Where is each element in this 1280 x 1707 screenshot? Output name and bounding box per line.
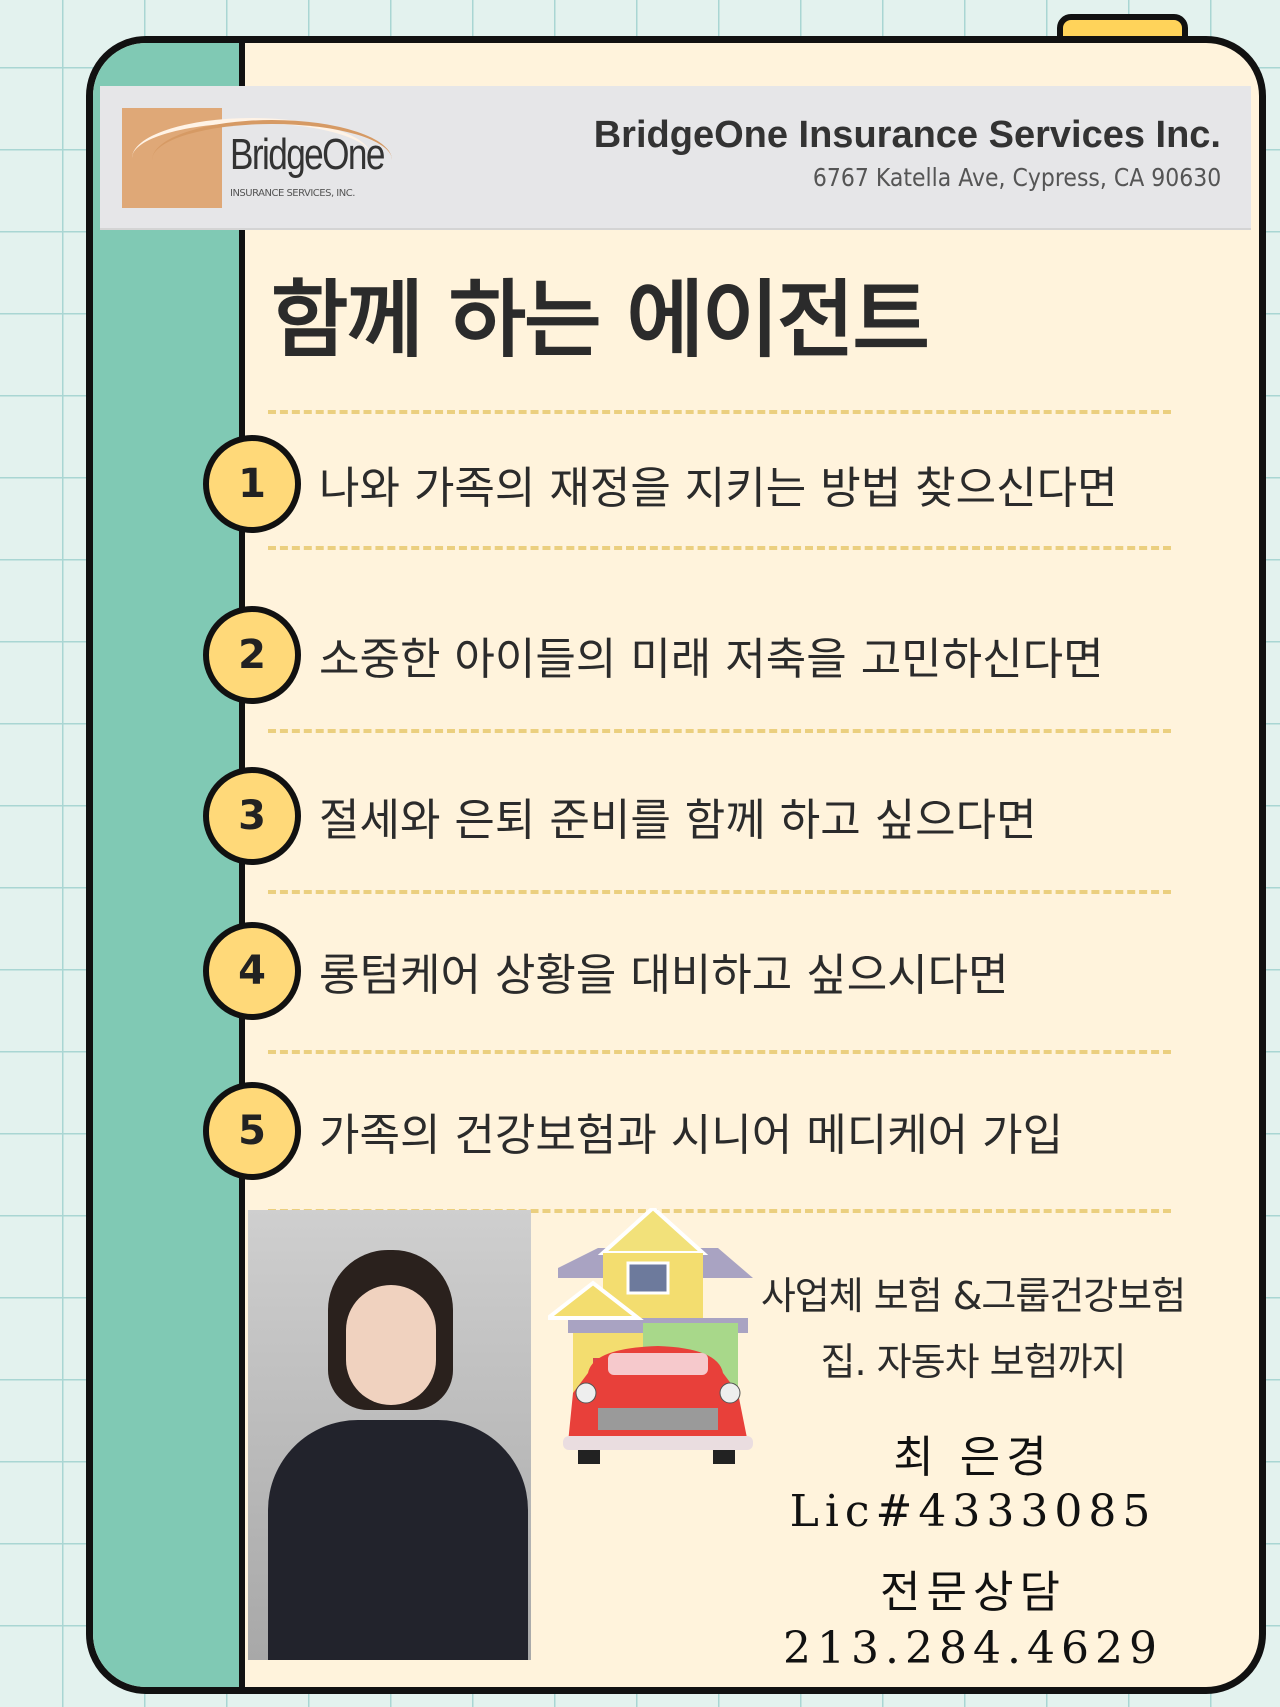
number-badge: 2 — [203, 606, 301, 704]
divider — [268, 546, 1171, 550]
list-item: 2 소중한 아이들의 미래 저축을 고민하신다면 — [203, 605, 1104, 705]
item-text: 가족의 건강보험과 시니어 메디케어 가입 — [319, 1110, 1064, 1161]
agent-photo — [248, 1210, 531, 1660]
consultation-label: 전문상담 — [880, 1567, 1066, 1618]
number-badge: 1 — [203, 435, 301, 533]
list-item: 5 가족의 건강보험과 시니어 메디케어 가입 — [203, 1081, 1063, 1181]
divider — [268, 890, 1171, 894]
divider — [268, 1209, 1171, 1213]
item-text: 소중한 아이들의 미래 저축을 고민하신다면 — [319, 634, 1104, 685]
list-item: 1 나와 가족의 재정을 지키는 방법 찾으신다면 — [203, 434, 1118, 534]
logo-subtitle: INSURANCE SERVICES, INC. — [230, 188, 355, 199]
number-badge: 5 — [203, 1082, 301, 1180]
company-name: BridgeOne Insurance Services Inc. — [593, 114, 1221, 156]
service-line: 집. 자동차 보험까지 — [820, 1340, 1127, 1384]
item-text: 롱텀케어 상황을 대비하고 싶으시다면 — [319, 950, 1009, 1001]
list-item: 4 롱텀케어 상황을 대비하고 싶으시다면 — [203, 921, 1009, 1021]
divider — [268, 410, 1171, 414]
teal-strip — [93, 43, 245, 1687]
logo-name: BridgeOne — [230, 130, 385, 179]
header-banner: BridgeOne INSURANCE SERVICES, INC. Bridg… — [100, 86, 1251, 230]
agent-name: 최 은경 — [893, 1432, 1053, 1483]
item-text: 나와 가족의 재정을 지키는 방법 찾으신다면 — [319, 463, 1118, 514]
list-item: 3 절세와 은퇴 준비를 함께 하고 싶으다면 — [203, 766, 1037, 866]
company-info: BridgeOne Insurance Services Inc. 6767 K… — [594, 114, 1221, 192]
number-badge: 4 — [203, 922, 301, 1020]
company-address: 6767 Katella Ave, Cypress, CA 90630 — [812, 163, 1221, 192]
page-title: 함께 하는 에이전트 — [271, 271, 930, 369]
item-text: 절세와 은퇴 준비를 함께 하고 싶으다면 — [319, 795, 1037, 846]
license-number: Lic#4333085 — [789, 1486, 1157, 1537]
divider — [268, 729, 1171, 733]
number-badge: 3 — [203, 767, 301, 865]
divider — [268, 1050, 1171, 1054]
phone-number[interactable]: 213.284.4629 — [783, 1623, 1163, 1674]
house-car-illustration — [548, 1208, 753, 1464]
service-line: 사업체 보험 &그룹건강보험 — [760, 1274, 1186, 1318]
bridgeone-logo: BridgeOne INSURANCE SERVICES, INC. — [122, 108, 432, 208]
flyer-card: BridgeOne INSURANCE SERVICES, INC. Bridg… — [86, 36, 1266, 1694]
